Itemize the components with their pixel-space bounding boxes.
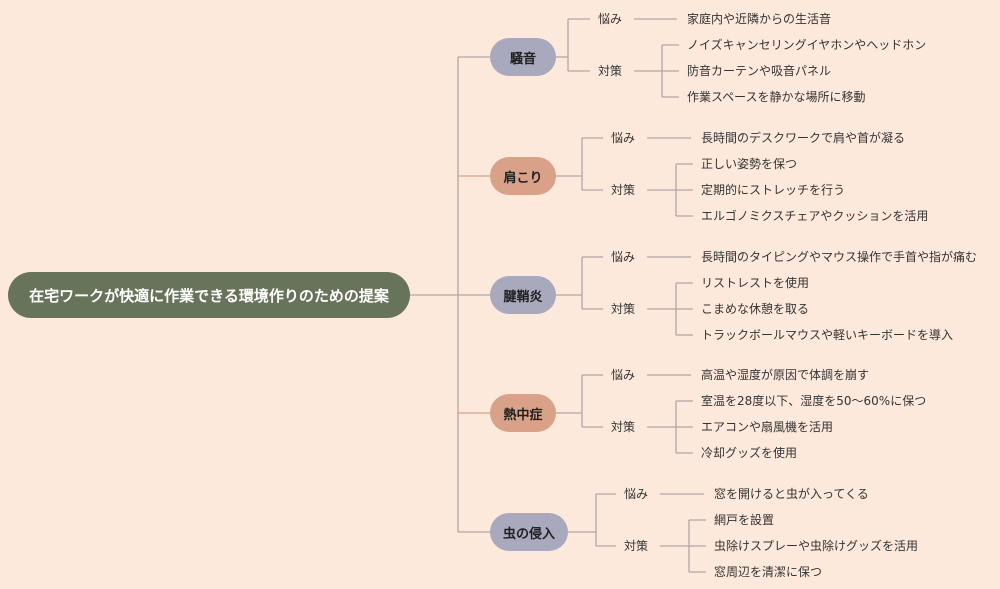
worry-item: 長時間のタイピングやマウス操作で手首や指が痛む [701,250,978,264]
measure-item: 室温を28度以下、湿度を50〜60%に保つ [701,394,927,408]
measure-item: 網戸を設置 [714,513,775,527]
measure-item: 窓周辺を清潔に保つ [714,565,823,579]
worry-label: 悩み [611,131,636,145]
measure-item: 冷却グッズを使用 [701,446,798,460]
measure-item: トラックボールマウスや軽いキーボードを導入 [701,328,954,342]
worry-item: 高温や湿度が原因で体調を崩す [701,368,870,382]
root-label: 在宅ワークが快適に作業できる環境作りのための提案 [29,286,389,305]
measure-item: 作業スペースを静かな場所に移動 [687,90,866,104]
topic-node-noise[interactable]: 騒音 [490,38,556,76]
worry-item: 窓を開けると虫が入ってくる [714,487,869,501]
measure-item: エルゴノミクスチェアやクッションを活用 [701,209,929,223]
measure-item: 虫除けスプレーや虫除けグッズを活用 [714,539,919,553]
topic-label: 熱中症 [503,407,543,423]
topic-label: 肩こり [503,170,543,186]
topic-node-heatstroke[interactable]: 熱中症 [490,394,556,432]
topic-label: 虫の侵入 [502,526,555,542]
measures-label: 対策 [611,302,636,316]
worry-item: 家庭内や近隣からの生活音 [687,12,832,26]
root-node[interactable]: 在宅ワークが快適に作業できる環境作りのための提案 [8,272,410,318]
measures-label: 対策 [611,420,636,434]
measure-item: 正しい姿勢を保つ [701,157,798,171]
measure-item: ノイズキャンセリングイヤホンやヘッドホン [687,38,927,52]
worry-item: 長時間のデスクワークで肩や首が凝る [701,131,906,145]
measure-item: エアコンや扇風機を活用 [701,420,834,434]
measure-item: 定期的にストレッチを行う [701,183,846,197]
topic-node-tendinitis[interactable]: 腱鞘炎 [490,276,556,314]
measures-label: 対策 [624,539,649,553]
worry-label: 悩み [611,368,636,382]
measure-item: こまめな休憩を取る [701,302,810,316]
topic-label: 騒音 [509,51,536,67]
topic-node-insects[interactable]: 虫の侵入 [490,513,568,551]
worry-label: 悩み [624,487,649,501]
worry-label: 悩み [598,12,623,26]
measure-item: 防音カーテンや吸音パネル [687,64,832,78]
measures-label: 対策 [611,183,636,197]
measure-item: リストレストを使用 [701,276,810,290]
measures-label: 対策 [598,64,623,78]
worry-label: 悩み [611,250,636,264]
topic-node-stiff-shoulders[interactable]: 肩こり [490,157,556,195]
topic-label: 腱鞘炎 [503,289,543,305]
